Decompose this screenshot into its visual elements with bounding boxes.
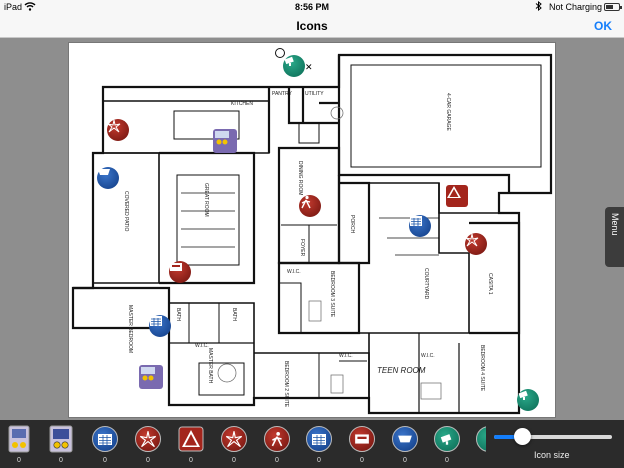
tool-count: 0 [103,457,107,464]
svg-text:CASITA 1: CASITA 1 [487,273,493,295]
svg-text:W.I.C.: W.I.C. [339,353,353,359]
svg-text:BEDROOM 4 SUITE: BEDROOM 4 SUITE [479,345,485,392]
svg-text:UTILITY: UTILITY [305,91,324,97]
svg-text:PANTRY: PANTRY [272,91,292,97]
partial-device-icon [476,424,486,454]
svg-text:W.I.C.: W.I.C. [195,343,209,349]
keypad-2-icon [306,424,332,454]
touchscreen-icon [48,424,74,454]
camera-icon [434,424,460,454]
placed-fire-alarm-icon[interactable] [169,261,191,283]
placed-glass-break-icon[interactable] [107,119,129,141]
tool-camera[interactable]: 0 [432,424,462,466]
keypad-icon [92,424,118,454]
tool-count: 0 [474,457,486,464]
page-title: Icons [296,19,328,33]
floor-plan-canvas[interactable]: NOOK KITCHEN PANTRY UTILITY 4-CAR GARAGE… [0,38,624,420]
svg-text:FOYER: FOYER [299,239,305,257]
tool-count: 0 [59,457,63,464]
icon-size-slider[interactable] [494,428,612,445]
tool-siren[interactable]: 0 [176,424,206,466]
placed-camera-icon[interactable] [283,55,305,77]
tool-motion[interactable]: 0 [262,424,292,466]
icon-size-label: Icon size [534,450,570,460]
placed-camera-2-icon[interactable] [517,389,539,411]
tool-smoke-detector[interactable]: 0 [390,424,420,466]
placed-smoke-detector-icon[interactable] [97,167,119,189]
navigation-bar: Icons OK [0,14,624,38]
tool-count: 0 [146,457,150,464]
tool-count: 0 [403,457,407,464]
tool-keypad[interactable]: 0 [90,424,120,466]
device-icon-toolbar: 0 0 0 0 0 0 0 [0,420,624,468]
placed-glass-break-2-icon[interactable] [465,233,487,255]
svg-text:BATH: BATH [231,308,237,321]
svg-text:BEDROOM 3 SUITE: BEDROOM 3 SUITE [329,271,335,318]
svg-text:DINING ROOM: DINING ROOM [297,161,303,195]
menu-label: Menu [610,213,620,236]
svg-text:COVERED PATIO: COVERED PATIO [123,191,129,231]
placed-motion-icon[interactable] [299,195,321,217]
tool-count: 0 [317,457,321,464]
siren-icon [178,424,204,454]
placed-keypad-icon[interactable] [213,129,237,153]
fire-alarm-icon [349,424,375,454]
motion-icon [264,424,290,454]
smoke-detector-icon [392,424,418,454]
icon-size-slider-knob[interactable] [514,428,532,445]
svg-text:MASTER BEDROOM: MASTER BEDROOM [127,305,133,353]
svg-text:BATH: BATH [175,308,181,321]
delete-handle-icon[interactable]: ✕ [305,62,313,72]
rotate-handle-icon[interactable] [275,48,285,58]
tool-glass-break[interactable]: 0 [133,424,163,466]
control-panel-icon [6,424,32,454]
svg-text:MASTER BATH: MASTER BATH [207,348,213,384]
placed-siren-icon[interactable] [446,185,468,207]
charging-status: Not Charging [548,2,602,12]
glass-break-icon [135,424,161,454]
status-bar: iPad 8:56 PM Not Charging [0,0,624,14]
bluetooth-icon [535,0,542,13]
device-name: iPad [4,2,23,12]
svg-text:W.I.C.: W.I.C. [421,353,435,359]
tool-count: 0 [275,457,279,464]
floor-plan-drawing: NOOK KITCHEN PANTRY UTILITY 4-CAR GARAGE… [71,53,553,415]
svg-text:BEDROOM 2 SUITE: BEDROOM 2 SUITE [283,361,289,408]
tool-count: 0 [360,457,364,464]
svg-text:4-CAR GARAGE: 4-CAR GARAGE [445,93,451,131]
tool-count: 0 [189,457,193,464]
floor-plan[interactable]: NOOK KITCHEN PANTRY UTILITY 4-CAR GARAGE… [68,42,556,418]
battery-icon [604,3,622,11]
placed-control-panel-icon[interactable] [139,365,163,389]
tool-glass-break-2[interactable]: 0 [219,424,249,466]
placed-keypad-blue-2-icon[interactable] [149,315,171,337]
ok-button[interactable]: OK [594,19,612,33]
tool-control-panel[interactable]: 0 [4,424,34,466]
svg-text:COURTYARD: COURTYARD [423,268,429,300]
tool-fire-alarm[interactable]: 0 [347,424,377,466]
tool-partial[interactable]: 0 [474,424,486,466]
tool-count: 0 [445,457,449,464]
glass-break-2-icon [221,424,247,454]
status-time: 8:56 PM [294,2,329,12]
svg-text:PORCH: PORCH [349,215,355,233]
placed-keypad-blue-icon[interactable] [409,215,431,237]
svg-text:GREAT ROOM: GREAT ROOM [203,183,209,217]
tool-count: 0 [232,457,236,464]
tool-touchscreen[interactable]: 0 [46,424,76,466]
svg-text:KITCHEN: KITCHEN [231,101,253,107]
tool-count: 0 [17,457,21,464]
icon-size-slider-fill [494,435,523,439]
menu-side-tab[interactable]: Menu [605,207,624,267]
tool-keypad-2[interactable]: 0 [304,424,334,466]
svg-text:W.I.C.: W.I.C. [287,269,301,275]
svg-text:TEEN ROOM: TEEN ROOM [377,366,426,375]
wifi-icon [24,1,36,14]
